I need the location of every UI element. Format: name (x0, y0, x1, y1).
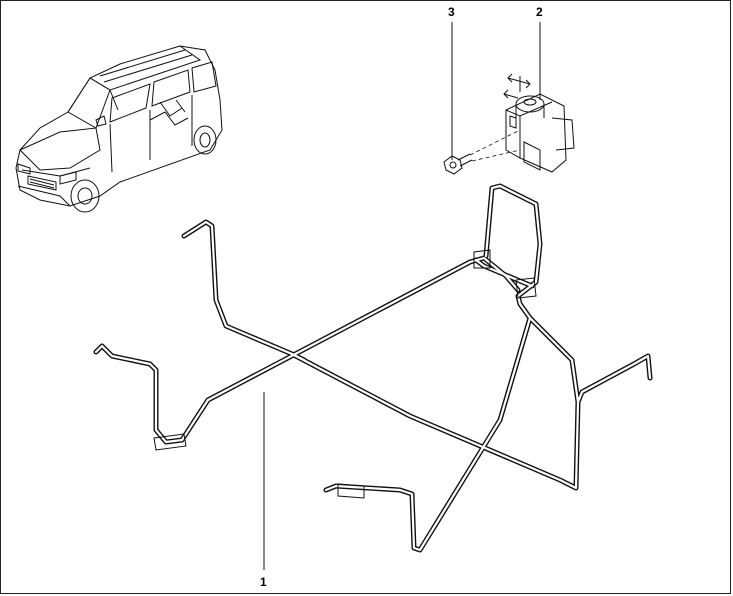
tube-outline (93, 183, 653, 553)
actuator-body (505, 93, 567, 173)
vehicle-illustration (15, 45, 223, 213)
actuator-part (503, 22, 575, 173)
callout-label-1: 1 (260, 575, 267, 589)
tube-clip-lower (515, 277, 537, 299)
callout-label-2: 2 (536, 5, 543, 19)
tube-clip-right (473, 249, 491, 269)
tube-inner-highlight (94, 184, 652, 552)
screw-part (443, 22, 521, 175)
screw-head (443, 155, 463, 175)
tube-connector-bottom (337, 483, 365, 499)
tube-assembly (93, 183, 653, 570)
tube-connector-left (153, 433, 187, 451)
screw-shank (457, 153, 473, 167)
callout-label-3: 3 (448, 5, 455, 19)
